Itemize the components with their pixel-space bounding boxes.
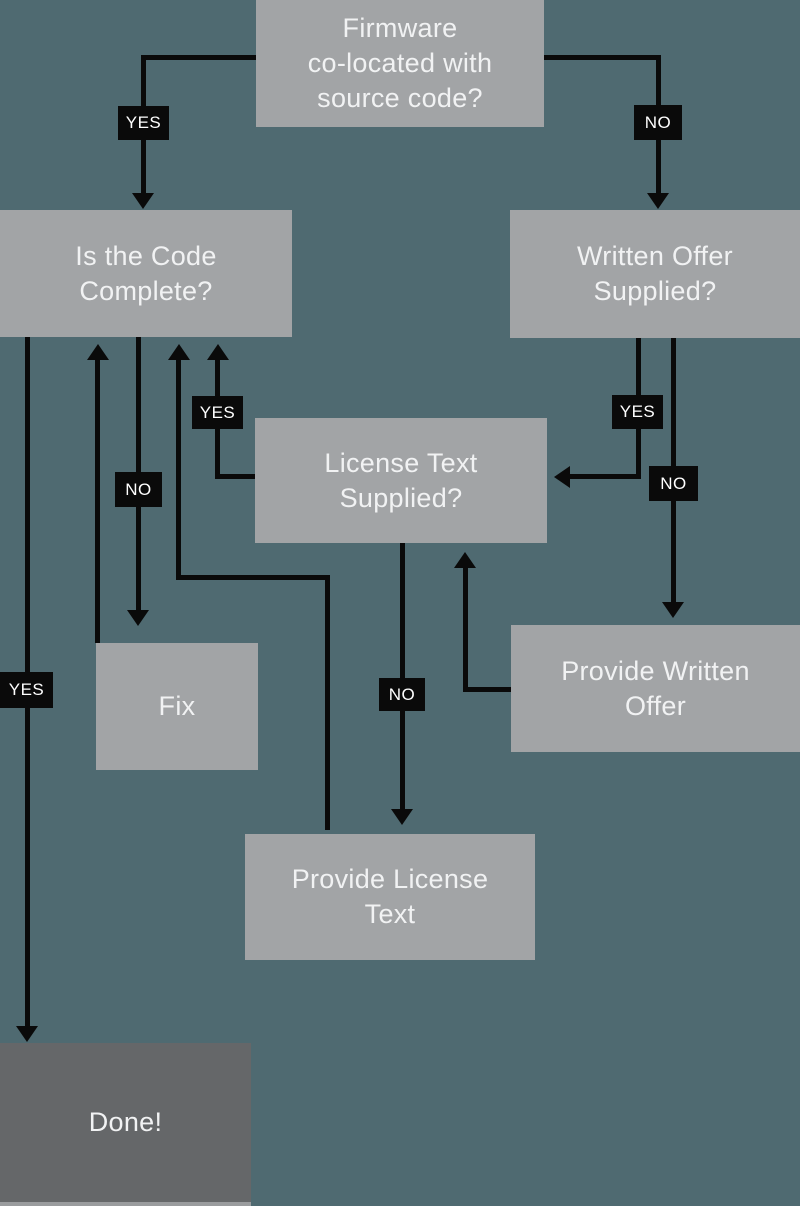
edge-provide-license-return-vline2 — [325, 575, 330, 830]
edge-firmware-no-hline — [544, 55, 661, 60]
edge-license-yes-hline — [215, 474, 255, 479]
edge-label-written-no-text: NO — [660, 473, 687, 493]
node-written-offer-supplied: Written Offer Supplied? — [510, 210, 800, 338]
node-license-text-supplied-label: License Text Supplied? — [324, 447, 478, 513]
edge-license-yes-arrowhead-icon — [207, 344, 229, 360]
edge-provide-license-return-vline1 — [176, 358, 181, 578]
edge-label-firmware-no-text: NO — [644, 112, 672, 132]
node-fix-label: Fix — [158, 691, 196, 721]
edge-label-firmware-yes-text: YES — [125, 113, 162, 132]
edge-provide-license-return-hline — [176, 575, 330, 580]
edge-label-firmware-no: NO — [634, 105, 682, 140]
edge-firmware-no-arrowhead-icon — [647, 193, 669, 209]
node-license-text-supplied: License Text Supplied? — [255, 418, 547, 543]
node-fix: Fix — [96, 643, 258, 770]
edge-label-written-no: NO — [649, 466, 698, 501]
edge-label-license-no-text: NO — [388, 684, 416, 704]
edge-provide-offer-return-arrowhead-icon — [454, 552, 476, 568]
edge-license-no-arrowhead-icon — [391, 809, 413, 825]
node-provide-license-text-label: Provide License Text — [291, 864, 489, 929]
edge-provide-offer-return-vline — [463, 568, 468, 692]
edge-code-complete-yes-arrowhead-icon — [16, 1026, 38, 1042]
edge-label-written-yes: YES — [612, 395, 663, 429]
edge-label-license-yes-text: YES — [199, 402, 236, 422]
edge-fix-return-arrowhead-icon — [87, 344, 109, 360]
edge-provide-offer-return-hline — [463, 687, 511, 692]
node-provide-written-offer-label: Provide Written Offer — [561, 655, 750, 721]
edge-label-firmware-yes: YES — [118, 106, 169, 140]
node-firmware-question-label: Firmware co-located with source code? — [307, 13, 493, 113]
edge-provide-license-return-arrowhead-icon — [168, 344, 190, 360]
edge-label-code-complete-no-text: NO — [125, 479, 152, 499]
node-provide-license-text: Provide License Text — [245, 834, 535, 960]
edge-label-code-complete-yes-text: YES — [8, 680, 45, 699]
node-done: Done! — [0, 1043, 251, 1202]
node-is-code-complete: Is the Code Complete? — [0, 210, 292, 337]
edge-written-yes-hline — [570, 474, 641, 479]
edge-fix-return-vline — [95, 358, 100, 643]
edge-firmware-yes-arrowhead-icon — [132, 193, 154, 209]
node-firmware-question: Firmware co-located with source code? — [256, 0, 544, 127]
done-node-bottom-edge — [0, 1202, 251, 1206]
node-is-code-complete-label: Is the Code Complete? — [75, 240, 217, 306]
edge-written-no-arrowhead-icon — [662, 602, 684, 618]
edge-firmware-yes-hline — [141, 55, 256, 60]
edge-code-complete-no-arrowhead-icon — [127, 610, 149, 626]
node-written-offer-supplied-label: Written Offer Supplied? — [577, 241, 733, 306]
edge-label-code-complete-no: NO — [115, 472, 162, 507]
edge-written-yes-arrowhead-icon — [554, 466, 570, 488]
node-done-label: Done! — [88, 1107, 163, 1137]
edge-license-no-vline — [400, 543, 405, 809]
node-provide-written-offer: Provide Written Offer — [511, 625, 800, 752]
edge-label-code-complete-yes: YES — [0, 672, 53, 708]
edge-label-license-no: NO — [379, 678, 425, 711]
edge-label-license-yes: YES — [192, 396, 243, 429]
edge-label-written-yes-text: YES — [619, 402, 656, 421]
